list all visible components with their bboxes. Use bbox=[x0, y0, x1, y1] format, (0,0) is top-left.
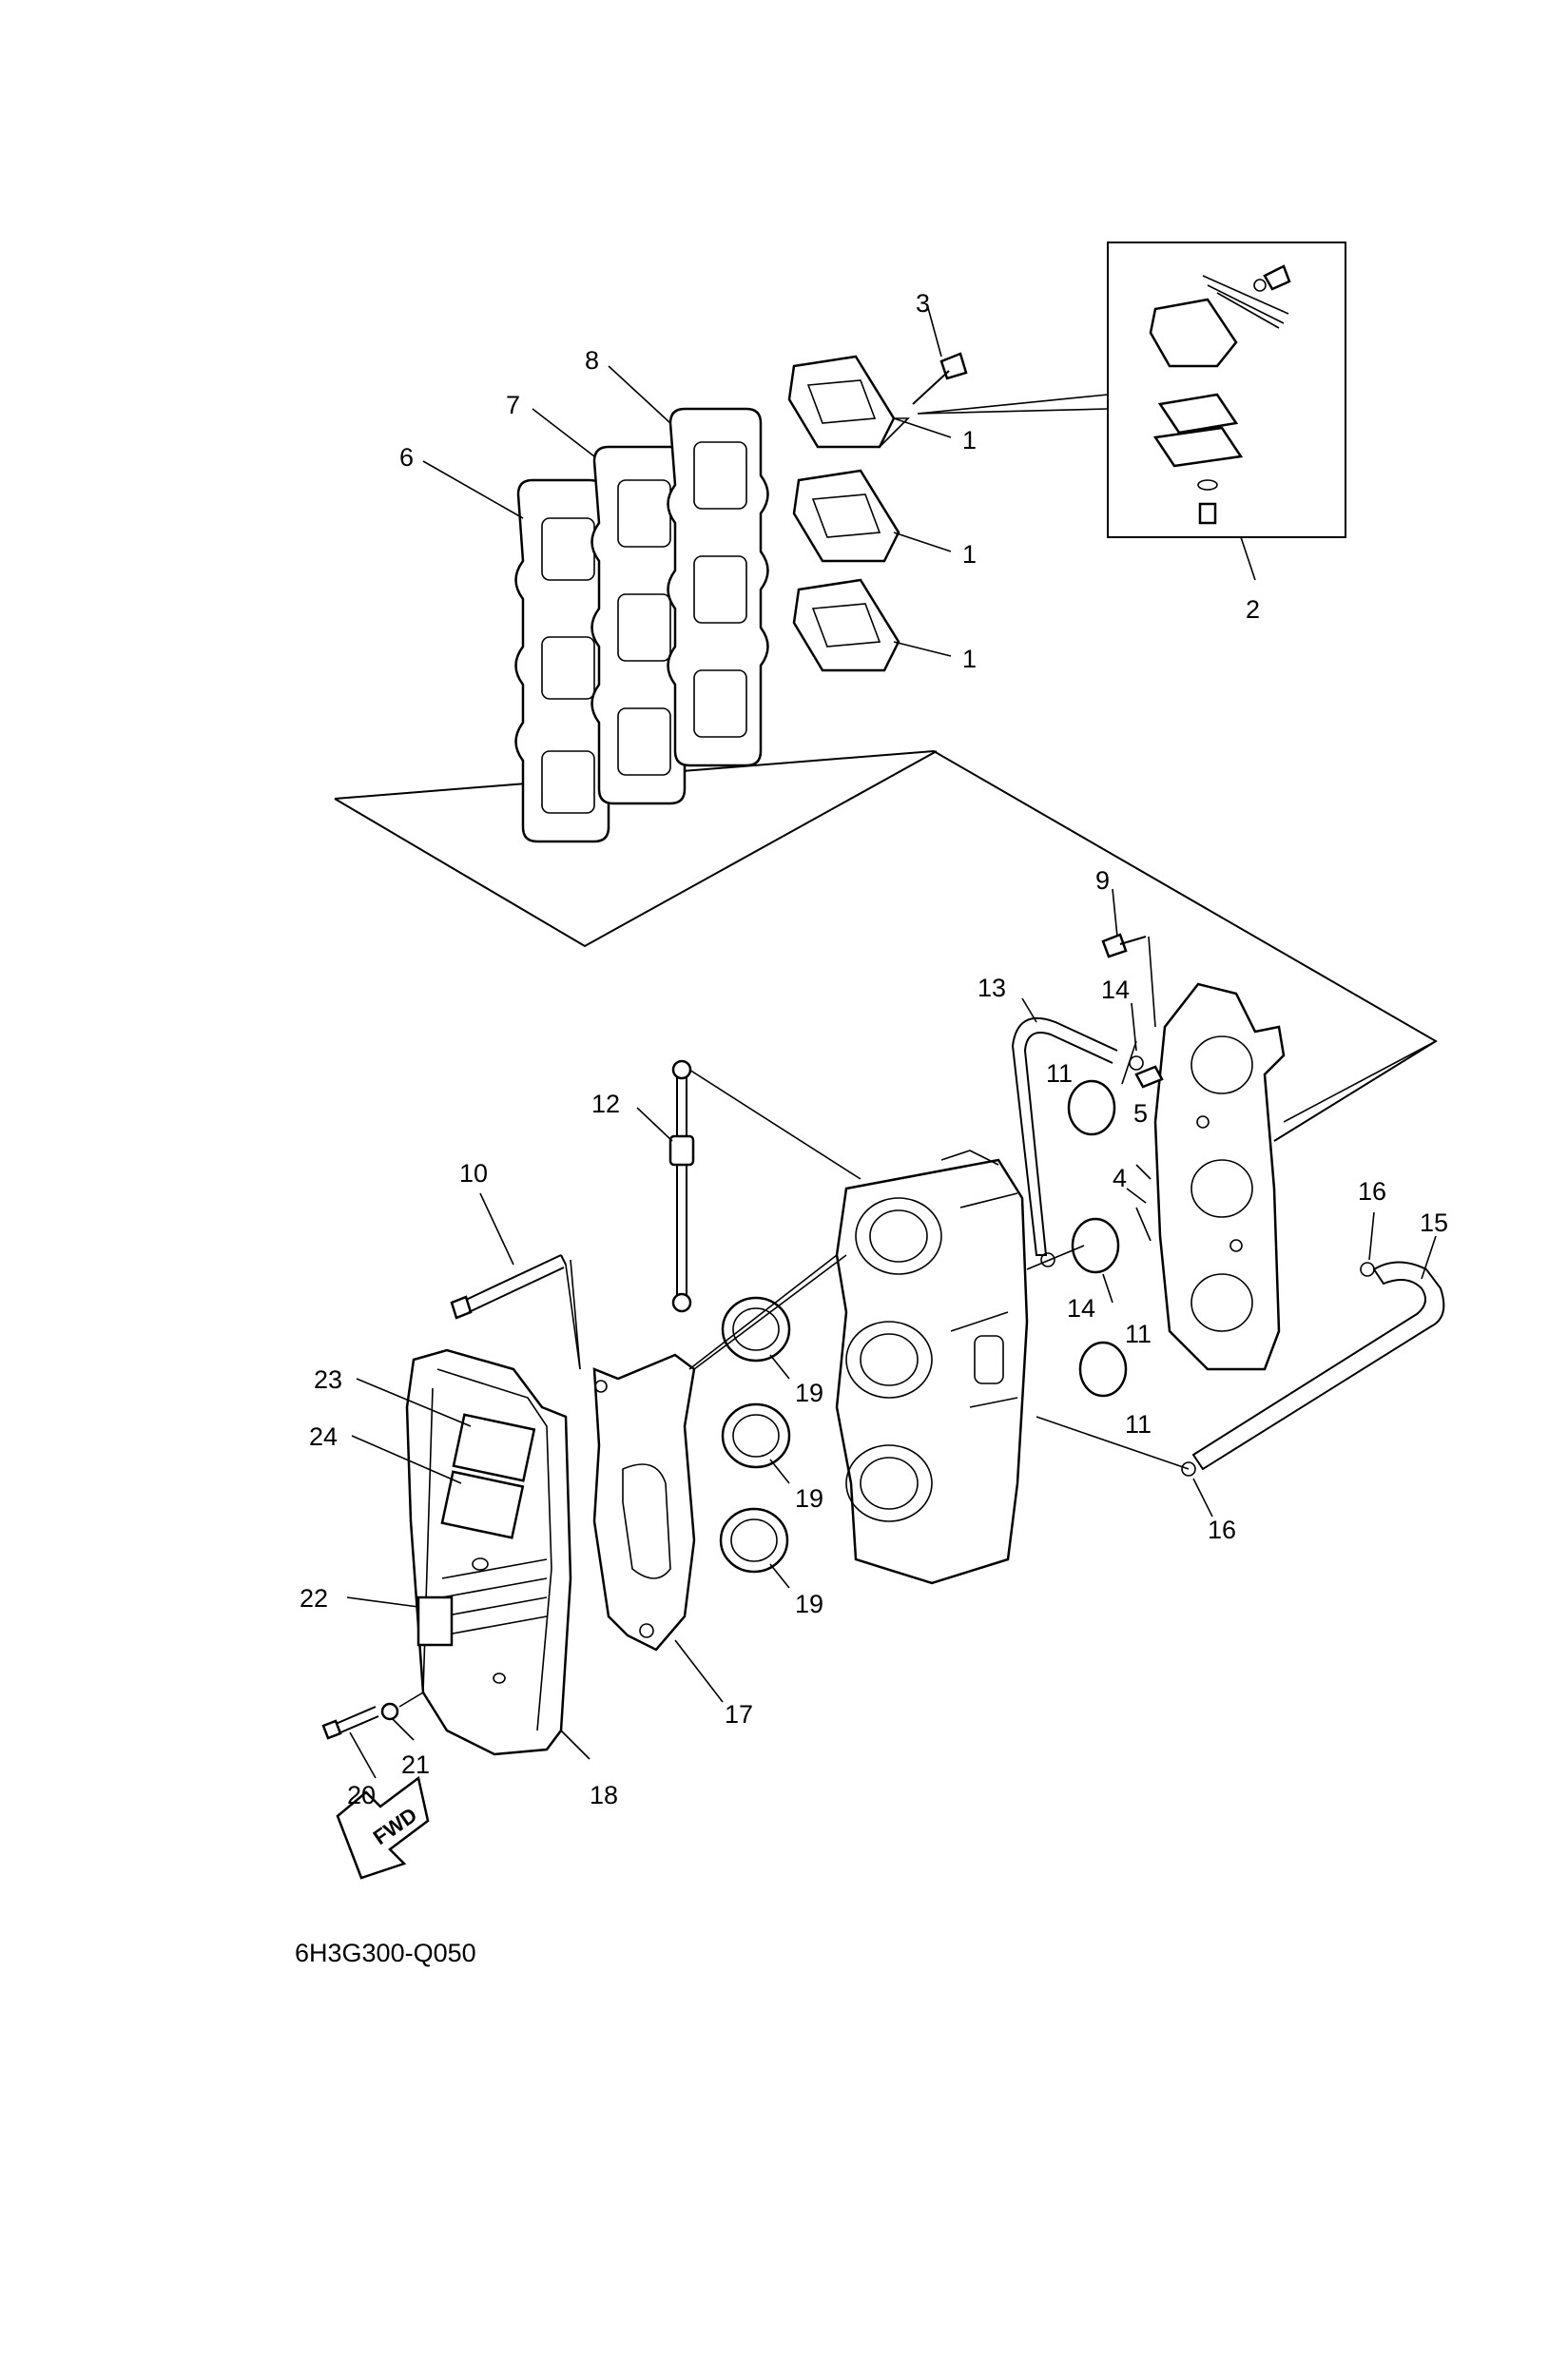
o-ring-11-bottom bbox=[1078, 1341, 1128, 1398]
callout-18: 18 bbox=[590, 1781, 618, 1809]
callout-13: 13 bbox=[978, 974, 1006, 1002]
gasket-8 bbox=[667, 407, 769, 767]
label-23 bbox=[452, 1413, 536, 1482]
diagram-code: 6H3G300-Q050 bbox=[295, 1939, 476, 1967]
hose-15 bbox=[1191, 1261, 1445, 1471]
callout-20: 20 bbox=[347, 1781, 376, 1809]
reed-valve-detail-inset bbox=[1107, 242, 1346, 538]
bolt-9 bbox=[1101, 933, 1156, 1028]
upper-assembly-outline bbox=[334, 749, 1438, 1142]
callout-11-bottom: 11 bbox=[1125, 1410, 1152, 1439]
callout-1-middle: 1 bbox=[962, 540, 977, 569]
clip-16-bottom bbox=[1181, 1461, 1196, 1477]
callout-leaders bbox=[346, 303, 1437, 1779]
link-rod-12 bbox=[668, 1059, 861, 1313]
callout-19-middle: 19 bbox=[795, 1484, 823, 1513]
lower-assembly-leaders bbox=[565, 1040, 1437, 1470]
label-22 bbox=[416, 1595, 454, 1647]
callout-7: 7 bbox=[506, 391, 520, 419]
o-ring-11-top bbox=[1067, 1079, 1116, 1136]
inset-leader-lines bbox=[917, 394, 1256, 581]
plate-17 bbox=[592, 1254, 847, 1652]
callout-24: 24 bbox=[309, 1422, 338, 1451]
screw-3 bbox=[912, 352, 968, 405]
bolt-20 bbox=[321, 1706, 379, 1740]
clip-14-top bbox=[1129, 1055, 1144, 1071]
ring-19-bottom bbox=[719, 1507, 789, 1574]
callout-14-bottom: 14 bbox=[1067, 1294, 1095, 1323]
callout-17: 17 bbox=[725, 1700, 753, 1729]
callout-3: 3 bbox=[916, 289, 930, 318]
callout-1-bottom: 1 bbox=[962, 645, 977, 673]
callout-4: 4 bbox=[1113, 1164, 1127, 1192]
callout-14-top: 14 bbox=[1101, 976, 1130, 1004]
clip-14-bottom bbox=[1040, 1252, 1055, 1267]
label-24 bbox=[440, 1470, 525, 1539]
callout-23: 23 bbox=[314, 1365, 342, 1394]
hose-13 bbox=[1011, 1017, 1118, 1256]
intake-plate-4 bbox=[1153, 982, 1286, 1371]
o-ring-11-middle bbox=[1071, 1217, 1120, 1274]
intake-manifold-body bbox=[835, 1150, 1029, 1585]
callout-22: 22 bbox=[300, 1584, 328, 1613]
clip-16-top bbox=[1360, 1262, 1375, 1277]
callout-9: 9 bbox=[1095, 866, 1110, 895]
reed-valve-detail-parts bbox=[1149, 264, 1291, 525]
callout-2: 2 bbox=[1246, 595, 1260, 624]
callout-16-top: 16 bbox=[1358, 1177, 1386, 1206]
callout-8: 8 bbox=[585, 346, 599, 375]
silencer-cover-18 bbox=[405, 1348, 572, 1756]
callout-19-bottom: 19 bbox=[795, 1590, 823, 1618]
callout-11-top: 11 bbox=[1046, 1059, 1073, 1088]
callout-12: 12 bbox=[591, 1090, 620, 1118]
washer-21 bbox=[380, 1692, 424, 1721]
bolt-10 bbox=[450, 1254, 581, 1370]
callout-15: 15 bbox=[1420, 1209, 1448, 1237]
callout-1-top: 1 bbox=[962, 426, 977, 454]
callout-19-top: 19 bbox=[795, 1379, 823, 1407]
callout-11-middle: 11 bbox=[1125, 1320, 1152, 1348]
pin-5 bbox=[1134, 1065, 1164, 1089]
reed-valve-assembly-1-bottom bbox=[792, 578, 900, 672]
ring-19-middle bbox=[721, 1402, 791, 1469]
ring-19-top bbox=[721, 1296, 791, 1363]
callout-16-bottom: 16 bbox=[1208, 1516, 1236, 1544]
callout-6: 6 bbox=[399, 443, 414, 472]
callout-10: 10 bbox=[459, 1159, 488, 1188]
reed-valve-assembly-1-top bbox=[787, 355, 910, 449]
callout-5: 5 bbox=[1133, 1099, 1148, 1128]
fwd-arrow-icon: FWD bbox=[336, 1775, 430, 1880]
callout-21: 21 bbox=[401, 1750, 430, 1779]
reed-valve-assembly-1-middle bbox=[792, 469, 900, 563]
